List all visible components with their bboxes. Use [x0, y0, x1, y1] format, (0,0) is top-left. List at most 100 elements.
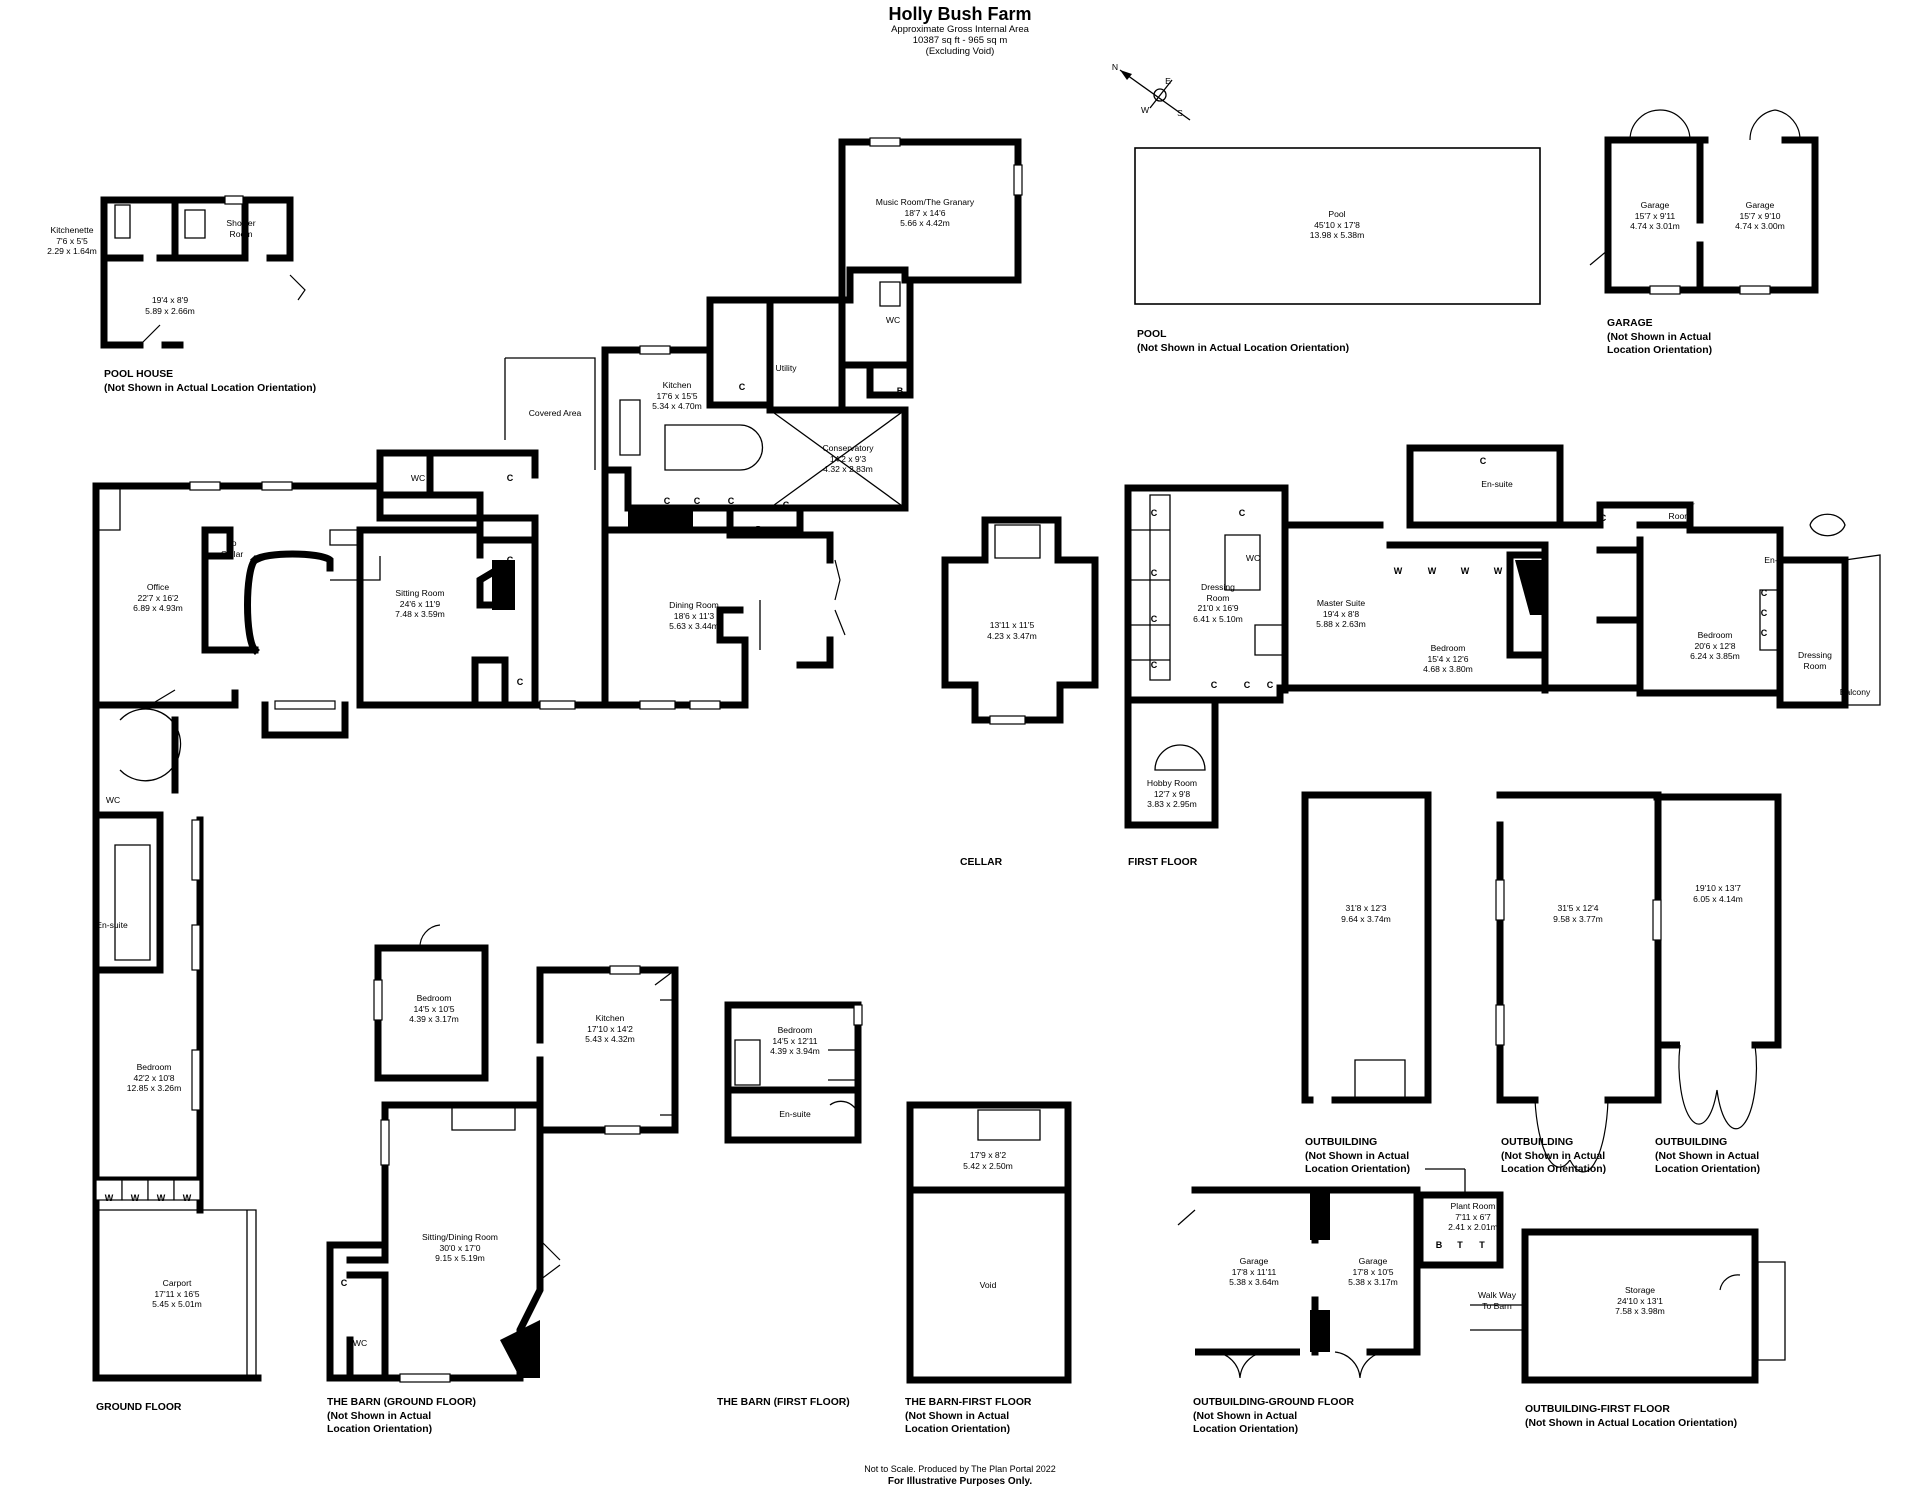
- room-name: Kitchen: [595, 1013, 625, 1023]
- caption-outbuilding-ff: OUTBUILDING-FIRST FLOOR (Not Shown in Act…: [1525, 1403, 1737, 1430]
- caption-title: OUTBUILDING-GROUND FLOOR: [1193, 1397, 1355, 1408]
- caption-title: OUTBUILDING-FIRST FLOOR: [1525, 1404, 1670, 1415]
- room-name: Office: [146, 582, 170, 592]
- garage-plan: [1589, 109, 1819, 295]
- wardrobe-label: W: [130, 1193, 140, 1203]
- cupboard-label: C: [663, 496, 671, 506]
- wardrobe-label: W: [1460, 566, 1470, 576]
- room-dimension: 4.39 x 3.17m: [409, 1014, 459, 1024]
- room-dimension: 9.64 x 3.74m: [1341, 913, 1391, 924]
- room-dimension: 22'7 x 16'2: [137, 592, 179, 603]
- caption-note: Location Orientation): [1655, 1164, 1761, 1175]
- room-name: Bedroom: [1697, 630, 1733, 640]
- room-dimension: 24'10 x 13'1: [1617, 1295, 1663, 1306]
- room-name: Pool: [1328, 209, 1346, 219]
- room-name: Kitchenette: [50, 225, 94, 235]
- area-label: Approximate Gross Internal Area: [891, 24, 1029, 35]
- room-name: Dressing: [1798, 650, 1832, 660]
- footer-note: Not to Scale. Produced by The Plan Porta…: [864, 1464, 1056, 1474]
- room-name: WC: [105, 795, 121, 805]
- caption-note: Location Orientation): [1607, 345, 1713, 356]
- room-name: WC: [352, 1338, 368, 1348]
- room-dimension: 17'8 x 10'5: [1352, 1266, 1394, 1277]
- caption-note: (Not Shown in Actual Location Orientatio…: [1525, 1417, 1738, 1429]
- outbuilding-plans: [1301, 791, 1782, 1173]
- room-dimension: 7.48 x 3.59m: [395, 609, 445, 619]
- room-label-barn-wc: WC: [353, 1338, 367, 1349]
- ground-floor-main-plan: [92, 137, 1023, 739]
- boiler-label: B: [896, 386, 904, 396]
- room-name: Utility: [775, 363, 797, 373]
- footer-disclaimer: For Illustrative Purposes Only.: [887, 1476, 1033, 1487]
- room-name: Pantry: [755, 524, 781, 534]
- room-name: Shower: [1665, 500, 1695, 510]
- room-dimension: 21'0 x 16'9: [1197, 603, 1239, 613]
- room-label-balcony: Balcony: [1840, 687, 1871, 698]
- cupboard-label: C: [1760, 588, 1768, 598]
- first-floor-plan: [1124, 444, 1881, 829]
- room-dimension: 6.24 x 3.85m: [1690, 651, 1740, 661]
- room-dimension: 24'6 x 11'9: [399, 598, 441, 609]
- room-label-ensuite-gf: En-suite: [96, 920, 128, 931]
- cupboard-label: C: [1599, 513, 1607, 523]
- room-dimension: To Barn: [1482, 1300, 1512, 1311]
- room-name: En-suite: [779, 1109, 811, 1119]
- room-name: Bedroom: [1430, 643, 1466, 653]
- room-dimension: 45'10 x 17'8: [1314, 219, 1360, 230]
- caption-pool: POOL(Not Shown in Actual Location Orient…: [1137, 328, 1349, 355]
- caption-note: (Not Shown in Actual: [327, 1410, 432, 1422]
- room-name: Walk Way: [1477, 1290, 1517, 1300]
- area-value: 10387 sq ft - 965 sq m: [912, 35, 1008, 46]
- room-dimension: 17'10 x 14'2: [587, 1023, 633, 1034]
- caption-title: OUTBUILDING: [1305, 1137, 1378, 1148]
- room-label-covered-area: Covered Area: [529, 408, 582, 419]
- room-dimension: 12'7 x 9'8: [1153, 788, 1191, 799]
- room-name: Dressing: [1201, 582, 1235, 592]
- caption-title: GARAGE: [1607, 318, 1653, 329]
- cupboard-label: C: [1266, 680, 1274, 690]
- room-name: Master Suite: [1316, 598, 1366, 608]
- room-dimension: Room: [1206, 592, 1230, 603]
- cupboard-label: C: [738, 382, 746, 392]
- room-dimension: 7'11 x 6'7: [1455, 1211, 1491, 1222]
- room-name: Void: [979, 1280, 997, 1290]
- compass-n: N: [1111, 62, 1119, 72]
- cupboard-label: C: [516, 677, 524, 687]
- compass-e: E: [1165, 76, 1171, 86]
- room-dimension: 6.05 x 4.14m: [1693, 893, 1743, 904]
- cupboard-label: C: [782, 500, 790, 510]
- room-name: WC: [885, 315, 901, 325]
- cupboard-label: C: [506, 555, 514, 565]
- room-dimension: 18'7 x 14'6: [904, 207, 946, 218]
- ground-floor-west-wing: [92, 689, 262, 1382]
- caption-barn-ff: THE BARN (FIRST FLOOR): [717, 1396, 850, 1410]
- room-dimension: Room: [1668, 510, 1692, 521]
- room-name: Garage: [1745, 200, 1775, 210]
- room-dimension: 4.23 x 3.47m: [987, 630, 1037, 641]
- room-name: 19'4 x 8'9: [151, 295, 189, 305]
- plan-title: Holly Bush Farm: [888, 4, 1032, 24]
- room-dimension: 20'6 x 12'8: [1694, 640, 1736, 651]
- room-dimension: 3.83 x 2.95m: [1147, 799, 1197, 809]
- room-dimension: 5.45 x 5.01m: [152, 1299, 202, 1309]
- room-name: 31'8 x 12'3: [1345, 903, 1387, 913]
- cupboard-label: C: [1760, 608, 1768, 618]
- room-name: Music Room/The Granary: [875, 197, 975, 207]
- cupboard-label: C: [727, 496, 735, 506]
- room-name: Hobby Room: [1146, 778, 1198, 788]
- caption-note: (Not Shown in Actual: [905, 1410, 1010, 1422]
- room-name: Carport: [162, 1278, 192, 1288]
- room-name: Sitting Room: [395, 588, 445, 598]
- room-name: 17'9 x 8'2: [969, 1150, 1007, 1160]
- cupboard-label: C: [1479, 456, 1487, 466]
- area-note: (Excluding Void): [925, 46, 995, 57]
